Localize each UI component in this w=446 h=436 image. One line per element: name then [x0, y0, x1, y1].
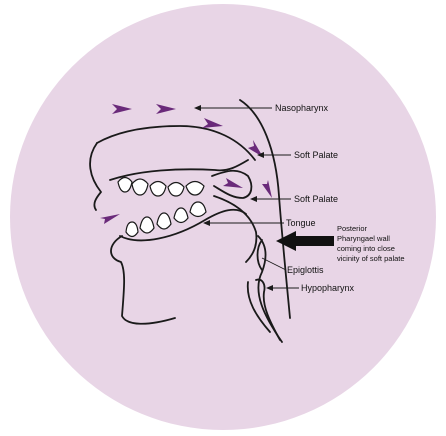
annotation-line: vicinity of soft palate [337, 254, 405, 263]
label-epiglottis: Epiglottis [287, 265, 324, 275]
annotation-line: coming into close [337, 244, 395, 253]
annotation-line: Pharyngael wall [337, 234, 390, 243]
label-soft-palate-upper: Soft Palate [294, 150, 338, 160]
background-circle [10, 4, 436, 430]
label-tongue: Tongue [286, 218, 316, 228]
label-hypopharynx: Hypopharynx [301, 283, 355, 293]
annotation-line: Posterior [337, 224, 368, 233]
label-nasopharynx: Nasopharynx [275, 103, 329, 113]
label-soft-palate-lower: Soft Palate [294, 194, 338, 204]
